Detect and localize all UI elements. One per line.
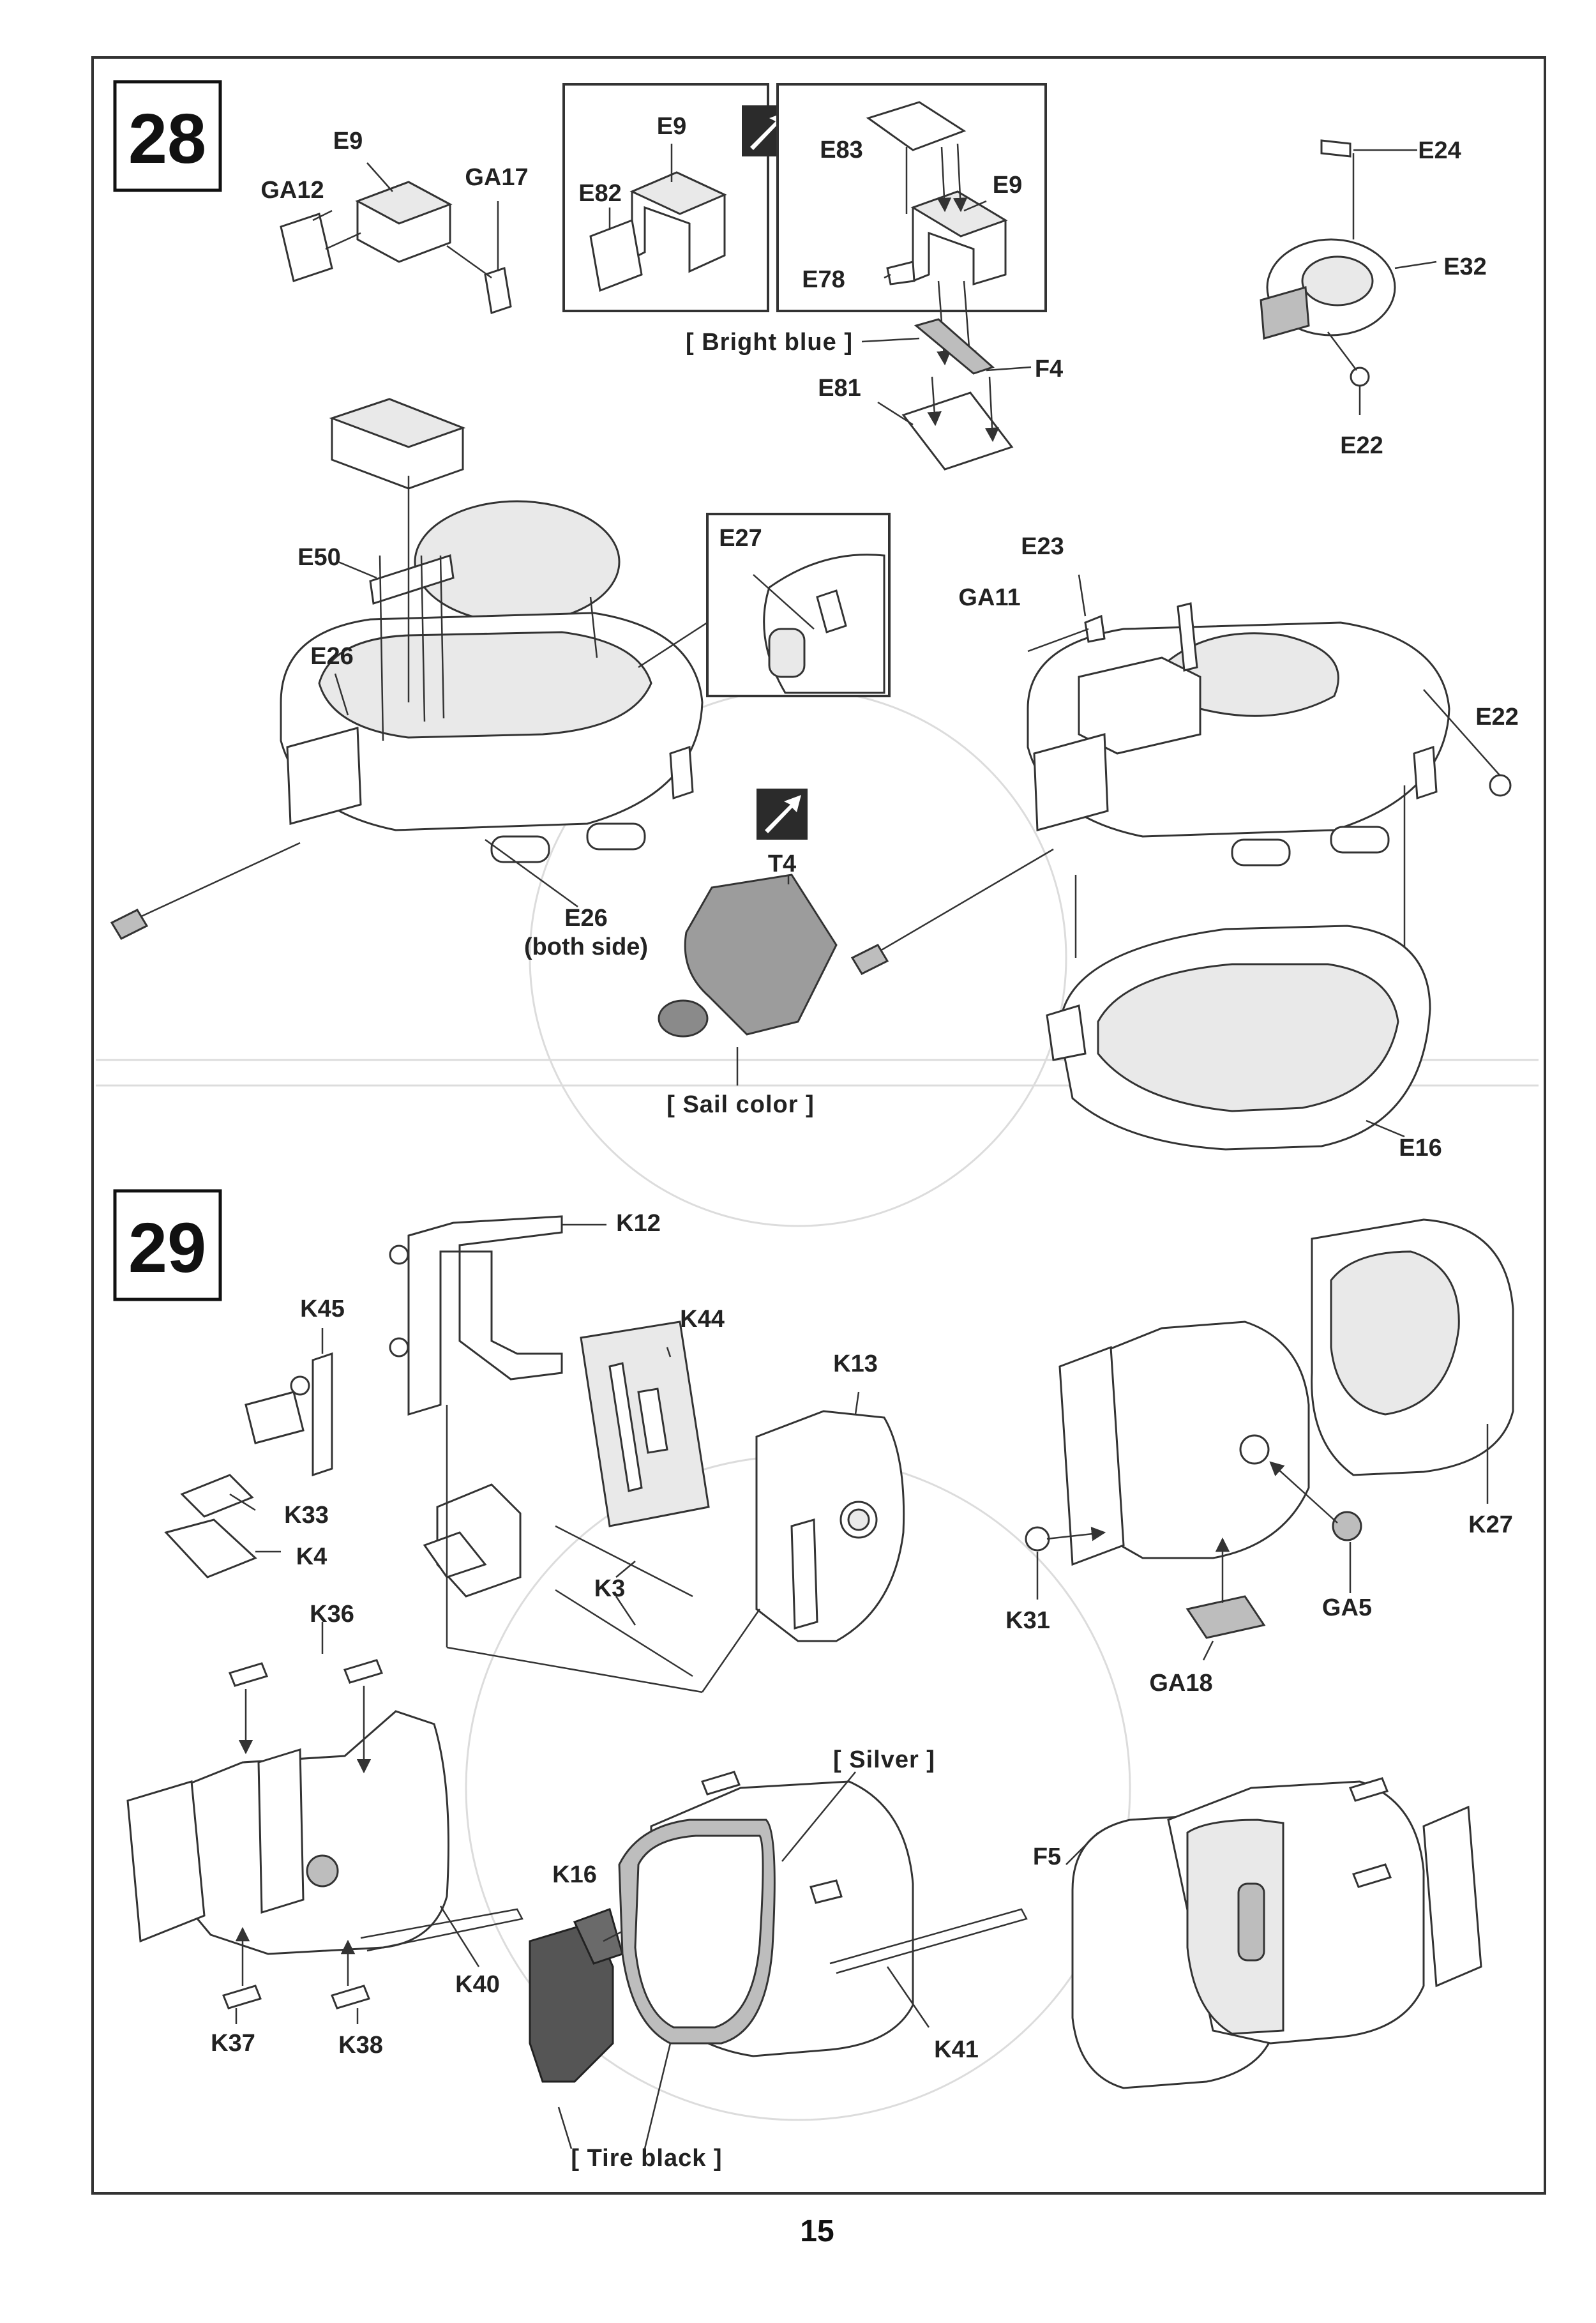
label-k31: K31 <box>1005 1607 1050 1634</box>
label-e83: E83 <box>820 137 863 163</box>
step-28-inset-e83 <box>776 83 1047 366</box>
label-f4: F4 <box>1035 356 1063 382</box>
step-28-inset-e82 <box>562 83 769 312</box>
step-29-k3-rods <box>423 1405 761 1693</box>
step-29-lower-left-assembly <box>126 1622 523 2024</box>
step-28-turret-ring-e16 <box>1046 925 1431 1151</box>
step-29-k12-frame <box>389 1215 606 1416</box>
label-e24: E24 <box>1418 137 1461 164</box>
label-e22-a: E22 <box>1340 432 1383 459</box>
label-k36: K36 <box>310 1601 354 1628</box>
step-28-number: 28 <box>128 100 206 178</box>
step-29-k13-housing <box>755 1391 905 1642</box>
page-frame <box>91 56 1546 2195</box>
label-e26-a: E26 <box>310 643 354 670</box>
step-29-number-box <box>113 1189 222 1301</box>
label-e9-b: E9 <box>657 113 686 140</box>
label-k16: K16 <box>552 1861 597 1888</box>
step-28-sail-t4 <box>658 874 838 1086</box>
label-k44: K44 <box>680 1306 725 1333</box>
label-k37: K37 <box>211 2030 255 2057</box>
label-e32: E32 <box>1443 253 1487 280</box>
step-28-f4-e81 <box>861 318 1032 471</box>
swap-direction-icon <box>757 789 808 840</box>
step-29-right-assembly <box>1025 1218 1514 1661</box>
label-e16: E16 <box>1399 1135 1442 1162</box>
step-29-f5-assembly <box>1065 1777 1482 2089</box>
step-28: 28 <box>110 80 1519 1162</box>
step-28-number-box <box>113 80 222 192</box>
step-28-turret-right <box>850 574 1512 975</box>
label-e9-c: E9 <box>993 172 1022 199</box>
step-28-cupola-e32 <box>1260 139 1437 415</box>
label-k40: K40 <box>455 1971 500 1998</box>
page-number: 15 <box>800 2214 834 2248</box>
paint-callout-tire-black: [ Tire black ] <box>571 2145 722 2172</box>
label-both-side: (both side) <box>524 934 648 960</box>
label-k27: K27 <box>1468 1511 1513 1538</box>
label-e23: E23 <box>1021 533 1064 560</box>
step-28-turret-left <box>110 398 704 940</box>
label-k3: K3 <box>594 1575 626 1602</box>
step-29-k45-k33-k4 <box>164 1328 333 1578</box>
label-ga18: GA18 <box>1149 1670 1212 1697</box>
label-k38: K38 <box>338 2032 383 2059</box>
label-k45: K45 <box>300 1296 345 1322</box>
step-29: 29 <box>113 1189 1514 2172</box>
label-ga12: GA12 <box>260 177 324 204</box>
label-k12: K12 <box>616 1210 661 1237</box>
label-e50: E50 <box>297 544 341 571</box>
label-t4: T4 <box>768 851 796 877</box>
paint-callout-silver: [ Silver ] <box>833 1746 935 1773</box>
label-e82: E82 <box>578 180 622 207</box>
label-f5: F5 <box>1033 1843 1061 1870</box>
label-e9-a: E9 <box>333 128 363 155</box>
label-e81: E81 <box>818 375 861 402</box>
label-ga5: GA5 <box>1322 1594 1372 1621</box>
label-k41: K41 <box>934 2036 979 2063</box>
label-e26-b: E26 <box>564 905 608 932</box>
step-28-inset-e27 <box>638 513 891 697</box>
paint-callout-sail-color: [ Sail color ] <box>666 1091 814 1118</box>
label-k13: K13 <box>833 1351 878 1377</box>
label-k4: K4 <box>296 1543 327 1570</box>
label-k33: K33 <box>284 1502 329 1529</box>
label-ga17: GA17 <box>465 164 528 191</box>
step-29-k44-panel <box>580 1320 710 1527</box>
paint-callout-bright-blue: [ Bright blue ] <box>686 329 853 356</box>
label-e22-b: E22 <box>1475 704 1519 730</box>
step-29-number: 29 <box>128 1209 206 1287</box>
step-28-e9-hatch-left <box>280 162 512 314</box>
label-e78: E78 <box>802 266 845 293</box>
step-29-middle-assembly <box>529 1771 1028 2149</box>
label-e27: E27 <box>719 525 762 552</box>
label-ga11: GA11 <box>958 584 1020 611</box>
